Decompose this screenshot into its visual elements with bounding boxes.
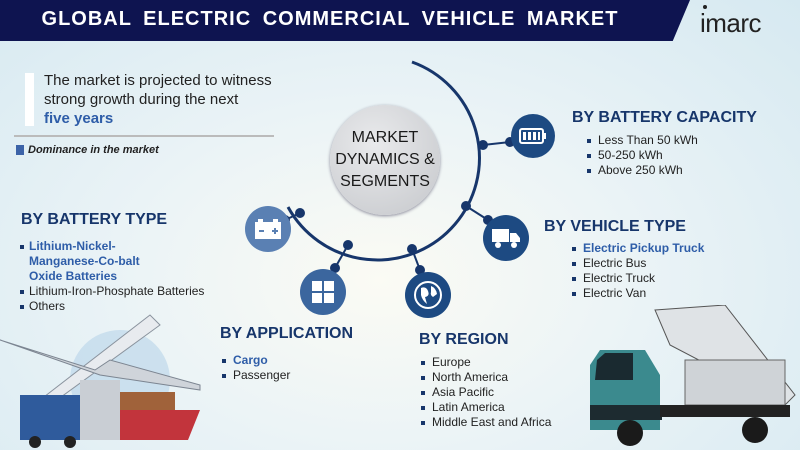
truck-icon	[483, 215, 529, 261]
battery-type-list: Lithium-Nickel-Manganese-Co-balt Oxide B…	[18, 239, 204, 314]
list-item-dominant: Electric Pickup Truck	[570, 241, 704, 256]
list-item: Europe	[419, 355, 551, 370]
list-item: Asia Pacific	[419, 385, 551, 400]
imarc-logo: imarc	[700, 5, 762, 39]
title-banner	[0, 0, 690, 41]
list-item: Electric Truck	[570, 271, 704, 286]
vehicle-type-list: Electric Pickup Truck Electric Bus Elect…	[570, 241, 704, 301]
list-item-dominant: Lithium-Nickel-Manganese-Co-balt Oxide B…	[18, 239, 163, 284]
pickup-truck-illustration	[590, 305, 796, 446]
list-item: Others	[18, 299, 158, 314]
legend: Dominance in the market	[16, 144, 159, 156]
battery-capacity-heading: BY BATTERY CAPACITY	[572, 109, 757, 126]
list-item: 50-250 kWh	[585, 148, 698, 163]
globe-icon	[405, 272, 451, 318]
region-list: Europe North America Asia Pacific Latin …	[419, 355, 551, 430]
list-item: Middle East and Africa	[419, 415, 551, 430]
list-item-dominant: Cargo	[220, 353, 290, 368]
list-item: North America	[419, 370, 551, 385]
intro-highlight: five years	[44, 110, 114, 127]
intro-line: strong growth during the next	[44, 91, 239, 108]
legend-swatch	[16, 145, 24, 155]
intro-line: The market is projected to witness	[44, 72, 272, 89]
list-item: Latin America	[419, 400, 551, 415]
intro-text: The market is projected to witness stron…	[44, 71, 284, 128]
list-item: Lithium-Iron-Phosphate Batteries	[18, 284, 238, 299]
battery-capacity-list: Less Than 50 kWh 50-250 kWh Above 250 kW…	[585, 133, 698, 178]
center-circle: MARKET DYNAMICS & SEGMENTS	[330, 105, 440, 215]
center-text: SEGMENTS	[340, 173, 430, 190]
cargo-transport-illustration	[0, 314, 201, 448]
battery-icon	[511, 114, 555, 158]
intro-accent-bar	[25, 73, 34, 126]
list-item: Electric Van	[570, 286, 704, 301]
car-battery-icon	[245, 206, 291, 252]
application-heading: BY APPLICATION	[220, 325, 354, 342]
battery-type-heading: BY BATTERY TYPE	[21, 211, 168, 228]
grid-icon	[300, 269, 346, 315]
list-item: Less Than 50 kWh	[585, 133, 698, 148]
list-item: Above 250 kWh	[585, 163, 698, 178]
vehicle-type-heading: BY VEHICLE TYPE	[544, 218, 686, 235]
list-item: Passenger	[220, 368, 290, 383]
application-list: Cargo Passenger	[220, 353, 290, 383]
page-title: GLOBAL ELECTRIC COMMERCIAL VEHICLE MARKE…	[41, 8, 619, 30]
center-text: DYNAMICS &	[335, 151, 435, 168]
legend-label: Dominance in the market	[28, 144, 159, 156]
divider	[14, 135, 274, 137]
list-item: Electric Bus	[570, 256, 704, 271]
center-text: MARKET	[351, 129, 419, 146]
region-heading: BY REGION	[419, 331, 509, 348]
